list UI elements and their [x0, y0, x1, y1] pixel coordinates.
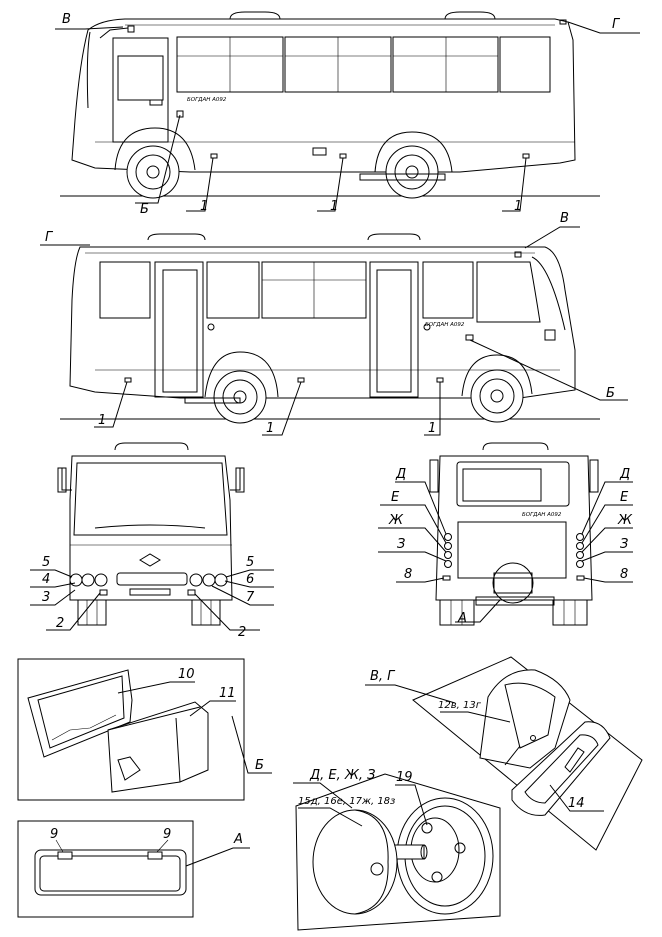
detail-b: 10 11 Б [17, 658, 272, 801]
label-9b-detail-a: 9 [163, 827, 171, 842]
label-z-rear-left: З [397, 537, 405, 552]
label-1c-left: 1 [514, 199, 522, 214]
label-e-rear-right: Е [620, 490, 629, 505]
label-6-front: 6 [246, 572, 254, 587]
bus-lettering-left: БОГДАН А092 [187, 97, 227, 103]
callout-vg-parts: 12в, 13г [438, 700, 482, 711]
callout-dezhz-parts: 15д, 16е, 17ж, 18з [298, 796, 395, 807]
label-8-rear-right: 8 [620, 567, 628, 582]
label-19-detail: 19 [396, 770, 413, 785]
label-b-detail: Б [255, 758, 264, 773]
label-d-rear-right: Д [619, 467, 630, 482]
label-a-rear: А [457, 611, 467, 626]
label-3-front: 3 [42, 590, 50, 605]
bus-rear-view: БОГДАН А092 Д Е Ж З 8 Д Е Ж З 8 А [378, 442, 633, 626]
label-1a-right: 1 [98, 413, 106, 428]
label-zh-rear-right: Ж [617, 513, 633, 528]
label-1a-left: 1 [200, 199, 208, 214]
bus-left-side-view: БОГДАН А092 В Г Б 1 1 1 [55, 11, 640, 217]
detail-dezhz: Д, Е, Ж, З 15д, 16е, 17ж, 18з 19 [293, 768, 501, 931]
label-7-front: 7 [246, 590, 255, 605]
label-v-left: В [62, 12, 71, 27]
label-b-left: Б [140, 202, 149, 217]
label-1b-left: 1 [330, 199, 338, 214]
label-2-front-right: 2 [238, 625, 246, 640]
label-v-right: В [560, 211, 569, 226]
label-a-detail: А [233, 832, 243, 847]
label-4-front: 4 [42, 572, 50, 587]
label-1c-right: 1 [428, 421, 436, 436]
label-10-detail-b: 10 [178, 667, 195, 682]
label-d-rear-left: Д [395, 467, 406, 482]
detail-a: 9 9 А [17, 820, 250, 918]
label-11-detail-b: 11 [219, 686, 236, 701]
label-5-front-right: 5 [246, 555, 254, 570]
label-5-front-left: 5 [42, 555, 50, 570]
title-vg: В, Г [370, 669, 396, 684]
label-1b-right: 1 [266, 421, 274, 436]
label-2-front-left: 2 [56, 616, 64, 631]
label-8-rear-left: 8 [404, 567, 412, 582]
title-dezhz: Д, Е, Ж, З [309, 768, 376, 783]
label-e-rear-left: Е [391, 490, 400, 505]
label-b-right: Б [606, 386, 615, 401]
detail-vg: В, Г 12в, 13г 14 [365, 656, 643, 851]
label-zh-rear-left: Ж [388, 513, 404, 528]
label-z-rear-right: З [620, 537, 628, 552]
bus-lettering-right: БОГДАН А092 [425, 322, 465, 328]
label-14-detail: 14 [568, 796, 585, 811]
label-g-right: Г [45, 230, 54, 245]
bus-right-side-view: БОГДАН А092 Г В Б 1 1 1 [40, 211, 628, 436]
label-g-left: Г [612, 17, 621, 32]
bus-lettering-rear: БОГДАН А092 [522, 512, 562, 518]
label-9a-detail-a: 9 [50, 827, 58, 842]
bus-front-view: 5 4 3 2 5 6 7 2 [30, 442, 274, 640]
